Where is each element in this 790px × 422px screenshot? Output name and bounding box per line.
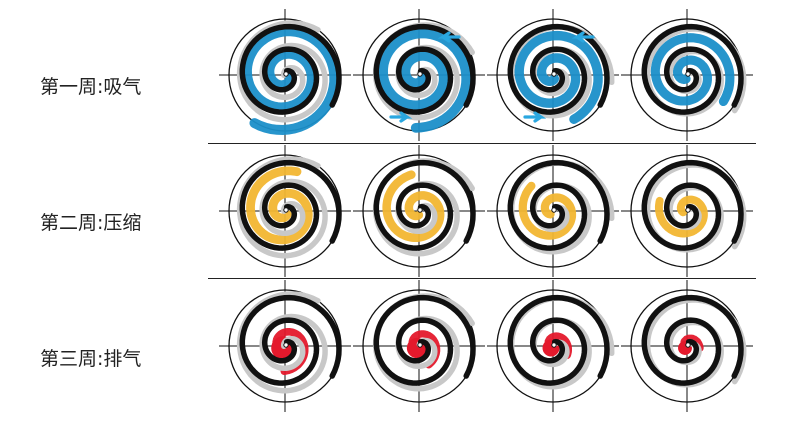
center-hub [417, 71, 423, 77]
scroll-compressor-stage-icon [487, 280, 619, 412]
scroll-compressor-stage-icon [219, 280, 351, 412]
gas-pocket-fill [378, 28, 472, 133]
gas-pocket-fill [680, 334, 704, 352]
center-hub [283, 71, 289, 77]
scroll-compressor-stage-icon [353, 9, 485, 141]
intake-arrow-icon [571, 31, 595, 43]
scroll-compressor-stage-icon [487, 9, 619, 141]
fixed-scroll [239, 23, 342, 115]
center-hub [551, 207, 557, 213]
center-hub [551, 342, 557, 348]
fixed-scroll [373, 23, 476, 115]
gas-pocket-fill [382, 170, 445, 242]
fixed-scroll [641, 23, 744, 115]
fixed-scroll [507, 23, 610, 115]
gas-pocket-fill [518, 181, 577, 240]
center-hub [283, 342, 289, 348]
row-label-exhaust: 第三周:排气 [40, 348, 142, 370]
scroll-compressor-stage-icon [219, 9, 351, 141]
row-divider [208, 143, 756, 144]
center-hub [551, 71, 557, 77]
row-label-compression: 第二周:压缩 [40, 212, 142, 234]
center-hub [685, 207, 691, 213]
fixed-scroll [507, 159, 610, 251]
intake-arrow-icon [523, 111, 547, 123]
center-hub [685, 342, 691, 348]
gas-pocket-fill [654, 195, 708, 238]
fixed-scroll [641, 294, 744, 386]
intake-arrow-icon [389, 111, 413, 123]
row-divider [208, 278, 756, 279]
scroll-compressor-stage-icon [621, 9, 753, 141]
center-hub [417, 207, 423, 213]
scroll-compressor-stage-icon [219, 145, 351, 277]
center-hub [417, 342, 423, 348]
gas-pocket-fill [241, 26, 340, 136]
orbiting-scroll [236, 291, 328, 394]
scroll-compressor-stage-icon [621, 145, 753, 277]
fixed-scroll [239, 159, 342, 251]
row-label-intake: 第一周:吸气 [40, 76, 142, 98]
center-hub [283, 207, 289, 213]
scroll-compressor-stage-icon [353, 280, 485, 412]
fixed-scroll [507, 294, 610, 386]
gas-pocket-fill [246, 166, 313, 245]
fixed-scroll [373, 159, 476, 251]
scroll-compressor-stage-icon [621, 280, 753, 412]
gas-pocket-fill [650, 33, 735, 107]
scroll-compressor-stage-icon [487, 145, 619, 277]
gas-pocket-fill [514, 30, 603, 124]
fixed-scroll [239, 294, 342, 386]
fixed-scroll [373, 294, 476, 386]
intake-arrow-icon [437, 31, 461, 43]
scroll-compressor-stage-icon [353, 145, 485, 277]
fixed-scroll [641, 159, 744, 251]
center-hub [685, 71, 691, 77]
